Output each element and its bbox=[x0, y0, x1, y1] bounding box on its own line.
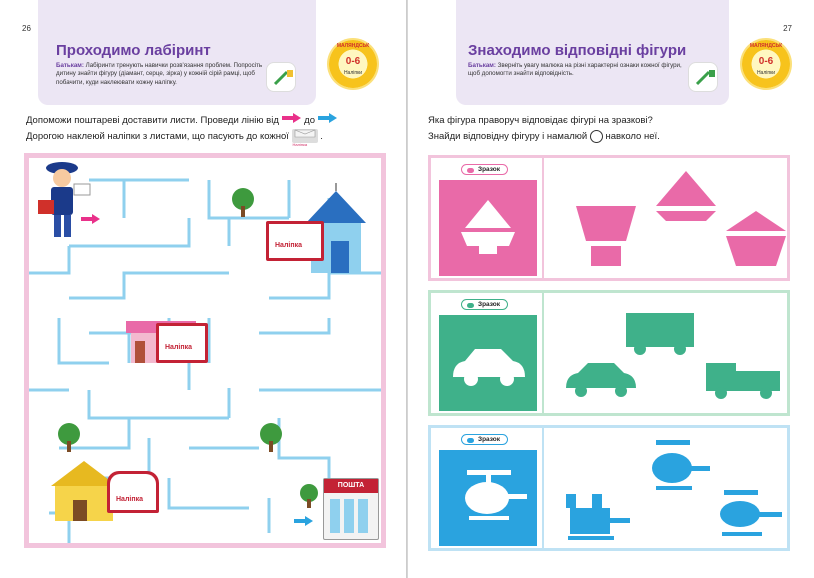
badge-seal: МАЛЯНДСЬК 0-6 Наліпки bbox=[742, 40, 790, 88]
mailbox: Наліпка bbox=[107, 471, 159, 513]
yellow-house-icon bbox=[51, 461, 117, 521]
page-title: Знаходимо відповідні фігури bbox=[468, 42, 687, 59]
match-row-green: Зразок bbox=[428, 290, 790, 416]
sample-label: Зразок bbox=[461, 299, 509, 310]
sticker-mini-label: Наліпка bbox=[292, 142, 308, 148]
badge-bottom: Наліпки bbox=[343, 70, 363, 76]
left-page: 26 Проходимо лабіринт Батькам: Лабіринти… bbox=[0, 0, 407, 578]
option-shapes-pink bbox=[576, 171, 786, 266]
instruction-line2-end: навколо неї. bbox=[605, 131, 660, 142]
mailbox-label: Наліпка bbox=[116, 496, 143, 503]
pencil-icon bbox=[266, 62, 296, 92]
mailbox: Наліпка bbox=[156, 323, 208, 363]
badge-top: МАЛЯНДСЬК bbox=[336, 43, 370, 49]
instruction-line1: Яка фігура праворуч відповідає фігурі на… bbox=[428, 115, 653, 126]
instruction-line2: Знайди відповідну фігуру і намалюй bbox=[428, 131, 588, 142]
sample-label: Зразок bbox=[461, 164, 509, 175]
note-label: Батькам: bbox=[468, 62, 496, 69]
post-office: ПОШТА bbox=[323, 478, 379, 540]
blue-arrow-icon bbox=[317, 113, 337, 123]
page-number: 27 bbox=[783, 24, 792, 33]
letter-sticker-icon: Наліпка bbox=[291, 129, 318, 147]
sample-label-text: Зразок bbox=[478, 166, 501, 173]
instructions: Допоможи поштареві доставити листи. Пров… bbox=[26, 113, 396, 147]
tree-icon bbox=[260, 423, 282, 452]
tree-icon bbox=[58, 423, 80, 452]
header-panel: Проходимо лабіринт Батькам: Лабіринти тр… bbox=[38, 0, 316, 105]
page-title: Проходимо лабіринт bbox=[56, 42, 211, 59]
instructions: Яка фігура праворуч відповідає фігурі на… bbox=[428, 113, 798, 145]
parents-note: Батькам: Зверніть увагу малюка на різні … bbox=[468, 62, 683, 79]
mailman-icon bbox=[38, 162, 91, 237]
badge-seal: МАЛЯНДСЬК 0-6 Наліпки bbox=[329, 40, 377, 88]
sample-label: Зразок bbox=[461, 434, 509, 445]
match-row-blue: Зразок bbox=[428, 425, 790, 551]
instruction-to: до bbox=[304, 115, 315, 126]
badge-mid: 0-6 bbox=[758, 56, 774, 67]
match-row-pink: Зразок bbox=[428, 155, 790, 281]
header-panel: Знаходимо відповідні фігури Батькам: Зве… bbox=[456, 0, 729, 105]
badge-top: МАЛЯНДСЬК bbox=[749, 43, 783, 49]
start-arrow-icon bbox=[81, 214, 100, 224]
sample-label-text: Зразок bbox=[478, 301, 501, 308]
circle-icon bbox=[589, 129, 603, 143]
parents-note: Батькам: Лабіринти тренують навички розв… bbox=[56, 62, 266, 87]
sample-shape-blue bbox=[439, 450, 537, 546]
sample-shape-green bbox=[439, 315, 537, 411]
badge-bottom: Наліпки bbox=[756, 70, 776, 76]
option-shapes-green bbox=[566, 313, 780, 399]
sample-label-text: Зразок bbox=[478, 436, 501, 443]
right-page: 27 Знаходимо відповідні фігури Батькам: … bbox=[408, 0, 814, 578]
instruction-line2: Дорогою наклеюй наліпки з листами, що па… bbox=[26, 131, 289, 142]
sample-shape-pink bbox=[439, 180, 537, 276]
badge-mid: 0-6 bbox=[345, 56, 361, 67]
option-shapes-blue bbox=[566, 440, 782, 540]
pink-arrow-icon bbox=[281, 113, 301, 123]
note-text: Зверніть увагу малюка на різні характерн… bbox=[468, 62, 682, 78]
tree-icon bbox=[232, 188, 254, 217]
page-number: 26 bbox=[22, 24, 31, 33]
note-label: Батькам: bbox=[56, 62, 84, 69]
tree-icon bbox=[300, 484, 318, 508]
maze: Наліпка Наліпка Наліпка ПОШТА bbox=[24, 153, 386, 548]
mailbox-label: Наліпка bbox=[165, 344, 192, 351]
instruction-line1: Допоможи поштареві доставити листи. Пров… bbox=[26, 115, 279, 126]
mailbox-label: Наліпка bbox=[275, 242, 302, 249]
note-text: Лабіринти тренують навички розв'язання п… bbox=[56, 62, 263, 86]
post-office-sign: ПОШТА bbox=[324, 479, 378, 493]
pencil-icon bbox=[688, 62, 718, 92]
mailbox: Наліпка bbox=[266, 221, 324, 261]
end-arrow-icon bbox=[294, 516, 313, 526]
